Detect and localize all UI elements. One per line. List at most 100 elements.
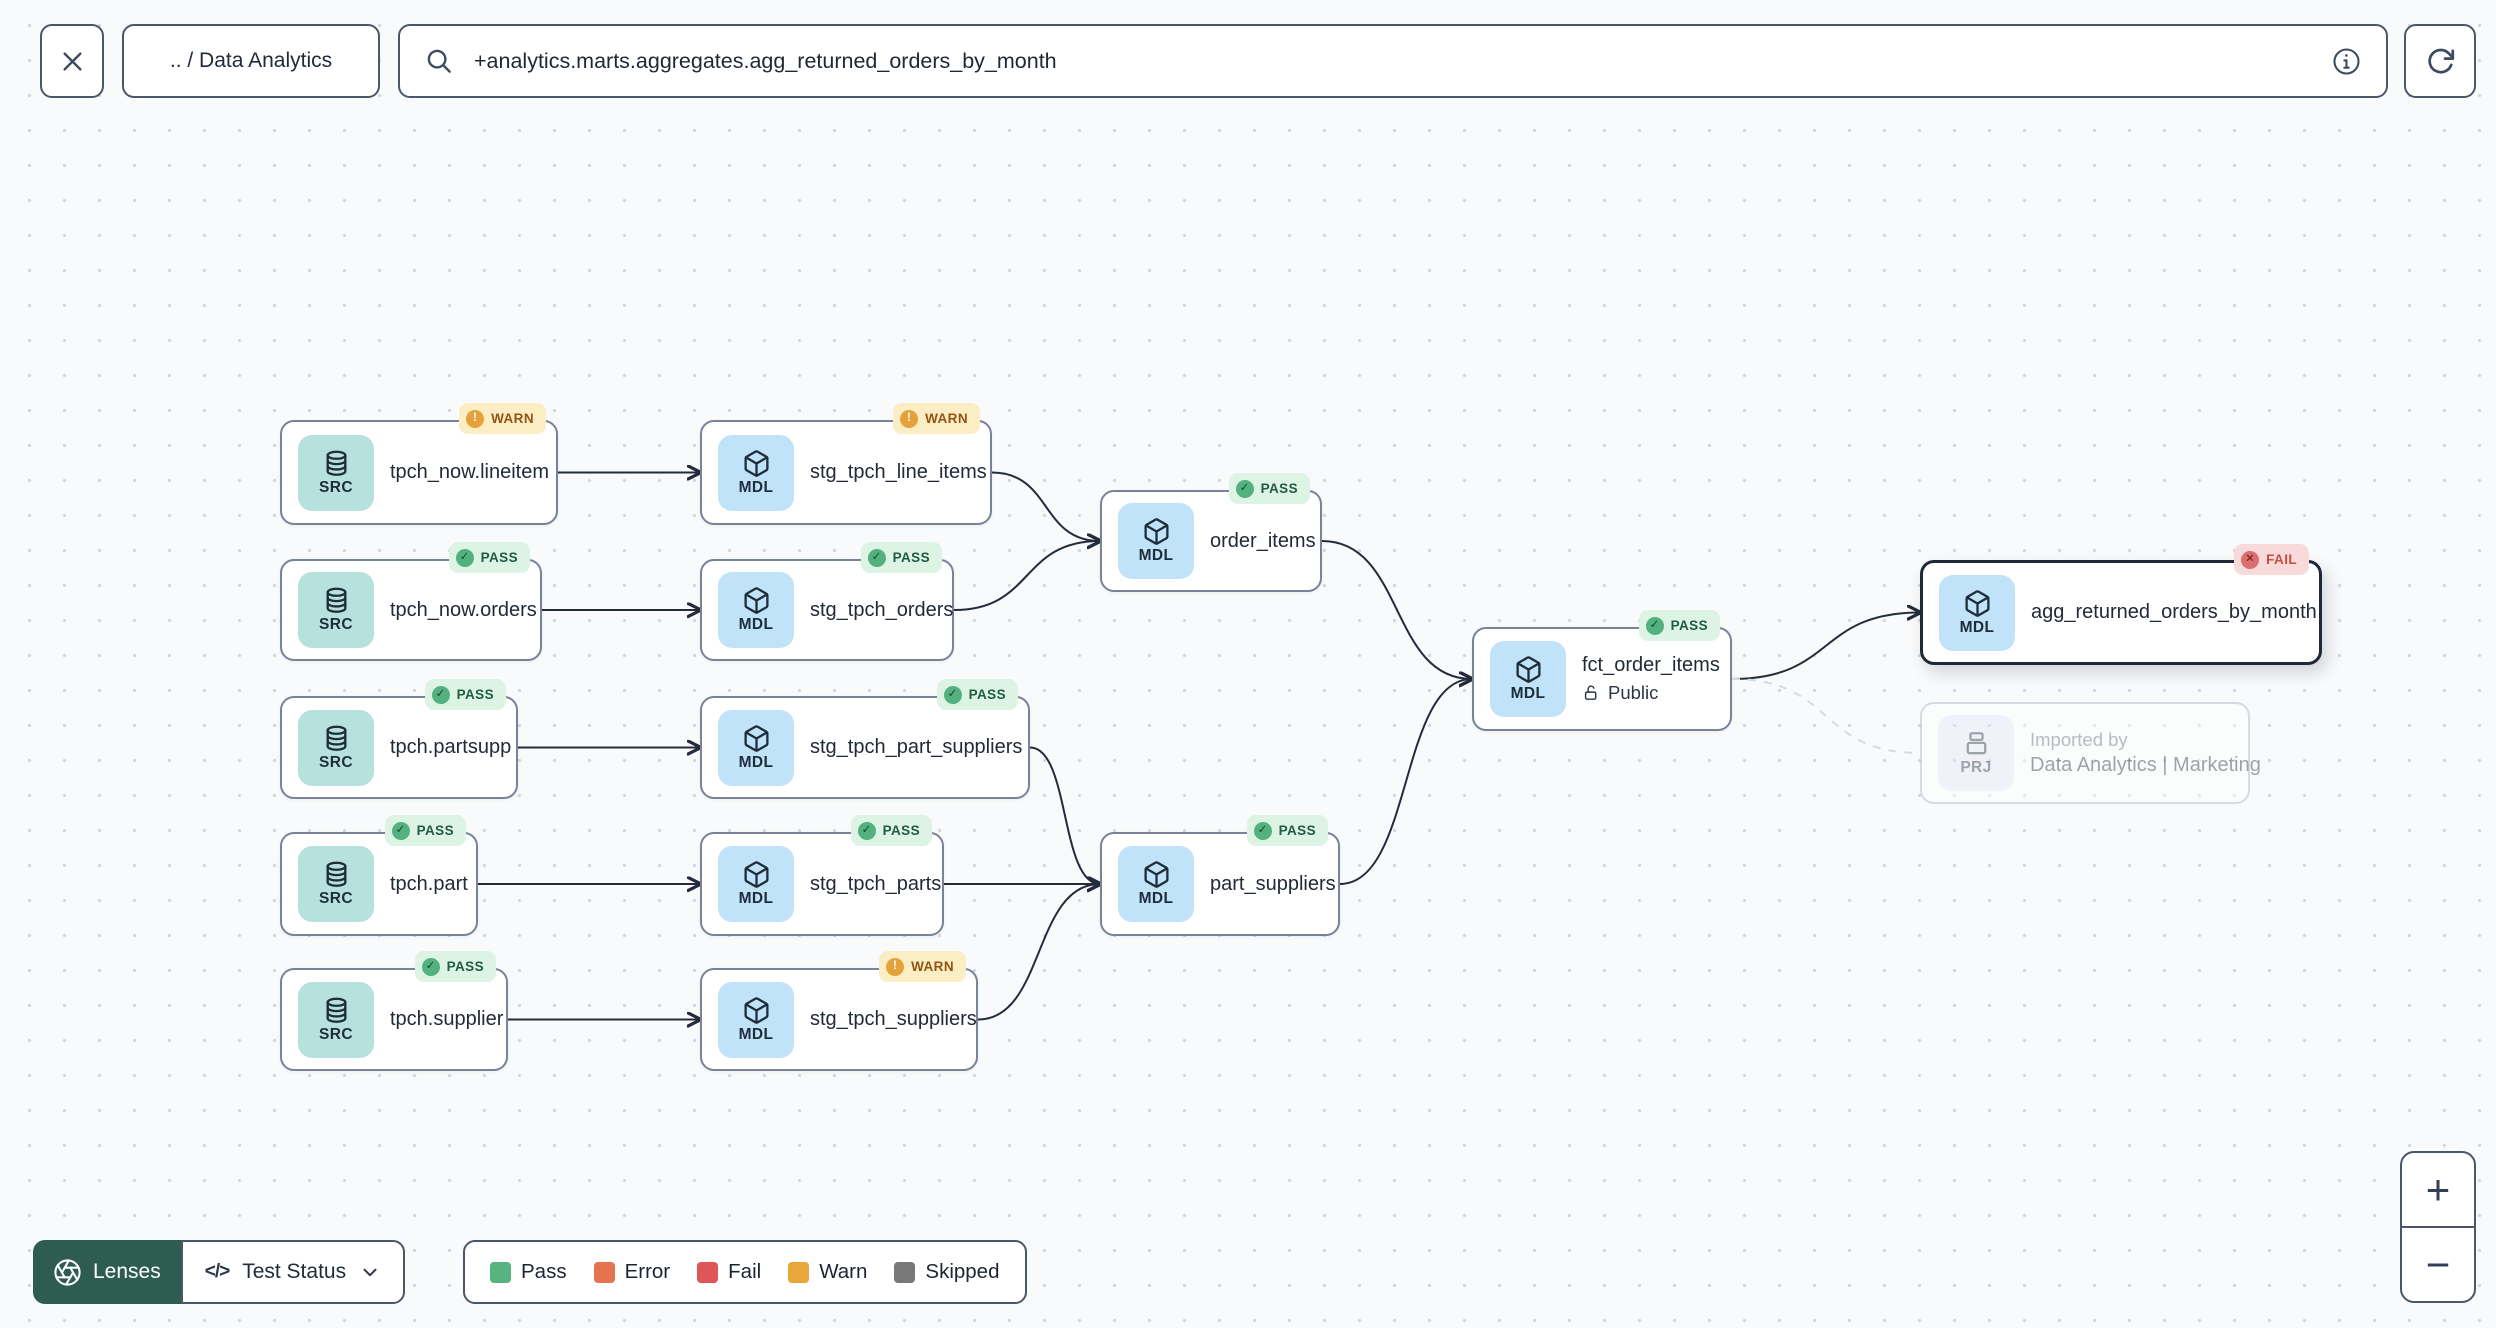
legend-swatch-skipped	[894, 1261, 916, 1283]
badge-label: WARN	[911, 959, 954, 974]
edge-stg-tpch-line-items-to-order-items	[991, 471, 1100, 542]
database-icon: SRC	[298, 434, 374, 511]
database-icon: SRC	[298, 981, 374, 1058]
	[743, 449, 769, 477]
node-title: stg_tpch_part_suppliers	[810, 736, 1023, 758]
cube-icon: MDL	[718, 846, 794, 922]
edge-stg-tpch-suppliers-to-part-suppliers	[977, 884, 1100, 1021]
	[326, 450, 346, 476]
legend-swatch-pass	[490, 1261, 511, 1283]
node-type-label: SRC	[319, 753, 353, 771]
node-labels: agg_returned_orders_by_month	[2031, 601, 2317, 624]
edge-fct-order-items-to-agg-returned-orders-by-month	[1731, 613, 1920, 680]
database-icon: SRC	[298, 846, 374, 922]
lenses-control: Lenses </> Test Status	[33, 1240, 406, 1304]
legend-item-pass: Pass	[490, 1260, 567, 1284]
cube-icon: MDL	[718, 434, 794, 511]
graph-node-stg-tpch-line-items[interactable]: MDL stg_tpch_line_items !WARN	[700, 403, 992, 525]
cube-icon: MDL	[1118, 503, 1194, 579]
zoom-controls: + −	[2400, 1151, 2476, 1303]
lens-dropdown[interactable]: </> Test Status	[180, 1240, 406, 1304]
graph-node-stg-tpch-parts[interactable]: MDL stg_tpch_parts ✓ PASS	[700, 815, 944, 936]
graph-node-tpch-now-lineitem[interactable]: SRC tpch_now.lineitem! WARN	[280, 403, 558, 525]
legend-item-error: Error	[593, 1260, 670, 1284]
legend-swatch-warn	[788, 1261, 810, 1283]
node-type-label: MDL	[738, 616, 774, 633]
status-pass-icon: ✓	[391, 821, 410, 840]
test-status-badge-warn: !WARN	[893, 403, 980, 434]
badge-label: WARN	[491, 411, 534, 426]
	[1143, 518, 1169, 545]
breadcrumb-button[interactable]: .. / Data Analytics	[122, 24, 380, 98]
status-fail-icon: ✕	[2241, 550, 2260, 569]
database-icon: SRC	[298, 709, 374, 786]
test-status-badge-warn: ! WARN	[459, 403, 546, 434]
test-status-legend: Pass Error Fail Warn Skipped	[463, 1240, 1027, 1304]
node-title: agg_returned_orders_by_month	[2031, 601, 2317, 623]
badge-label: PASS	[1260, 481, 1298, 496]
node-type-label: MDL	[738, 753, 774, 771]
node-title: Data Analytics | Marketing	[2030, 754, 2261, 776]
status-pass-icon: ✓	[431, 685, 450, 704]
test-status-badge-pass: ✓PASS	[1228, 473, 1310, 504]
cube-icon: MDL	[1490, 641, 1566, 717]
node-labels: stg_tpch_line_items	[810, 461, 987, 484]
node-labels: part_suppliers	[1210, 873, 1336, 896]
graph-node-stg-tpch-part-suppliers[interactable]: MDL stg_tpch_part_suppliers ✓PASS	[700, 679, 1030, 799]
edge-part-suppliers-to-fct-order-items	[1339, 679, 1472, 885]
node-labels: tpch_now.lineitem	[390, 461, 549, 484]
legend-swatch-fail	[697, 1261, 719, 1283]
badge-label: PASS	[968, 687, 1006, 702]
status-pass-icon: ✓	[455, 548, 474, 567]
status-pass-icon: ✓	[867, 548, 886, 567]
cube-icon: MDL	[718, 709, 794, 786]
node-title: stg_tpch_parts	[810, 872, 942, 895]
zoom-out-button[interactable]: −	[2425, 1240, 2451, 1288]
legend-item-skipped: Skipped	[894, 1260, 1000, 1284]
graph-node-agg-returned-orders-by-month[interactable]: MDL agg_returned_orders_by_month ✕ FAIL	[1920, 544, 2322, 665]
node-type-label: SRC	[319, 1025, 353, 1043]
info-icon[interactable]	[2331, 46, 2362, 77]
node-title: stg_tpch_line_items	[810, 461, 987, 483]
status-warn-icon: !	[466, 409, 485, 428]
legend-item-fail: Fail	[697, 1260, 761, 1284]
node-access-label: Public	[1608, 682, 1659, 703]
	[326, 861, 346, 887]
test-status-badge-pass: ✓PASS	[424, 679, 506, 710]
node-type-label: MDL	[1959, 618, 1995, 636]
test-status-badge-pass: ✓ PASS	[860, 542, 942, 573]
badge-label: PASS	[892, 550, 930, 565]
close-button[interactable]	[40, 24, 104, 98]
lock-open-icon	[1584, 685, 1597, 700]
legend-item-warn: Warn	[788, 1260, 867, 1284]
status-pass-icon: ✓	[857, 821, 876, 840]
	[326, 587, 346, 613]
refresh-icon	[2427, 48, 2454, 74]
briefcase-icon: PRJ	[1938, 715, 2014, 791]
badge-label: PASS	[882, 823, 920, 838]
zoom-in-button[interactable]: +	[2402, 1153, 2474, 1228]
node-title: tpch_now.lineitem	[390, 461, 549, 483]
badge-label: FAIL	[2266, 552, 2297, 567]
search-input[interactable]	[472, 47, 2313, 75]
node-type-label: MDL	[738, 478, 774, 496]
test-status-badge-pass: ✓PASS	[936, 679, 1018, 710]
search-bar[interactable]	[398, 24, 2388, 98]
refresh-button[interactable]	[2404, 24, 2476, 98]
lenses-button[interactable]: Lenses	[33, 1240, 181, 1304]
	[1515, 656, 1541, 683]
	[743, 861, 769, 888]
node-title: part_suppliers	[1210, 872, 1336, 895]
breadcrumb-label: .. / Data Analytics	[169, 49, 333, 72]
